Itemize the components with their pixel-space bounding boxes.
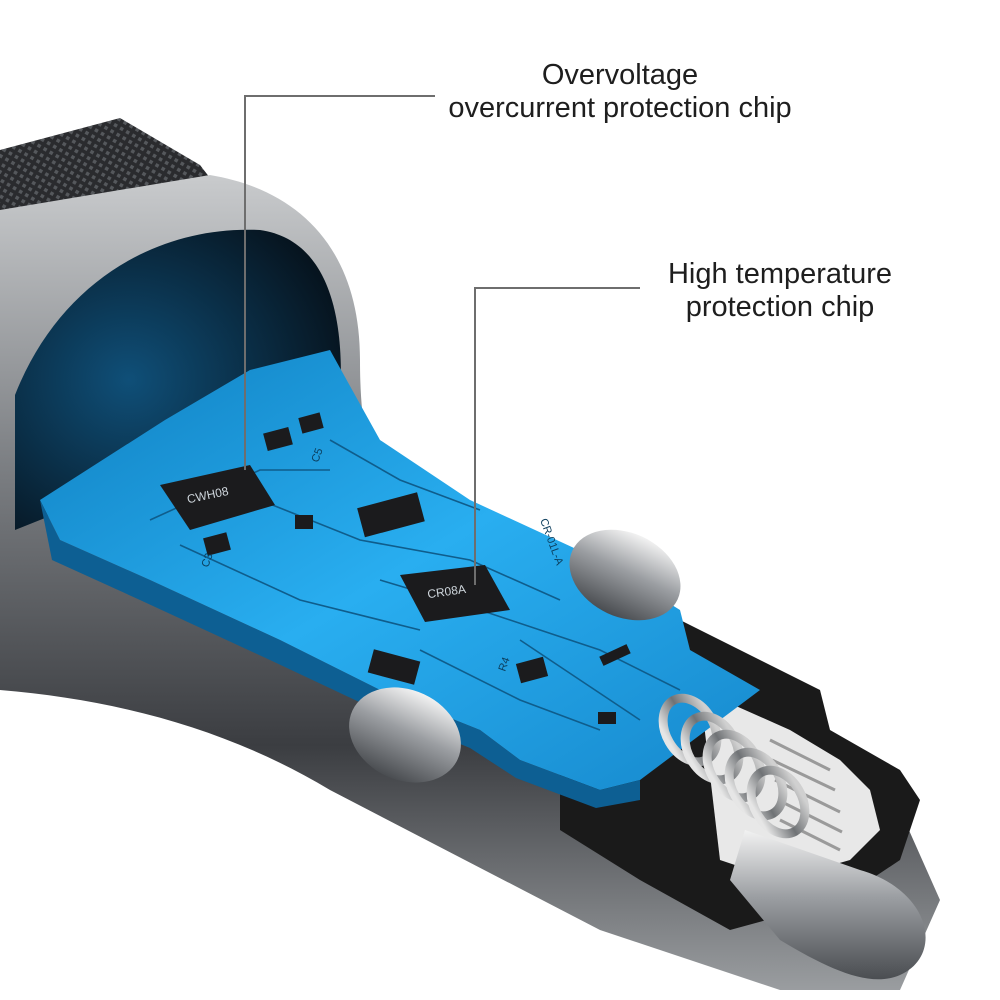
leader-lines	[244, 95, 640, 585]
thread-ridges	[769, 738, 843, 852]
callout-temperature-line2: protection chip	[685, 291, 875, 323]
leader-line-temperature	[474, 287, 640, 585]
component-mark-c5: C5	[310, 447, 326, 464]
callout-temperature-chip: High temperature protection chip	[650, 258, 910, 324]
leader-line-overvoltage	[244, 95, 435, 470]
cr08a-marking: CR08A	[426, 582, 466, 601]
component-cr08a-chip: CR08A	[400, 565, 510, 622]
spring	[658, 693, 810, 839]
callout-overvoltage-line2: overcurrent protection chip	[448, 92, 792, 124]
component-cwh08-chip: CWH08	[160, 465, 275, 530]
callout-overvoltage-line1: Overvoltage	[541, 59, 699, 91]
component-mark-c3: C3	[200, 552, 216, 569]
center-tip	[730, 830, 926, 980]
callout-temperature-line1: High temperature	[667, 258, 893, 290]
callout-overvoltage-chip: Overvoltage overcurrent protection chip	[430, 59, 810, 125]
component-mark-r4: R4	[497, 656, 513, 673]
side-contacts	[349, 529, 681, 783]
